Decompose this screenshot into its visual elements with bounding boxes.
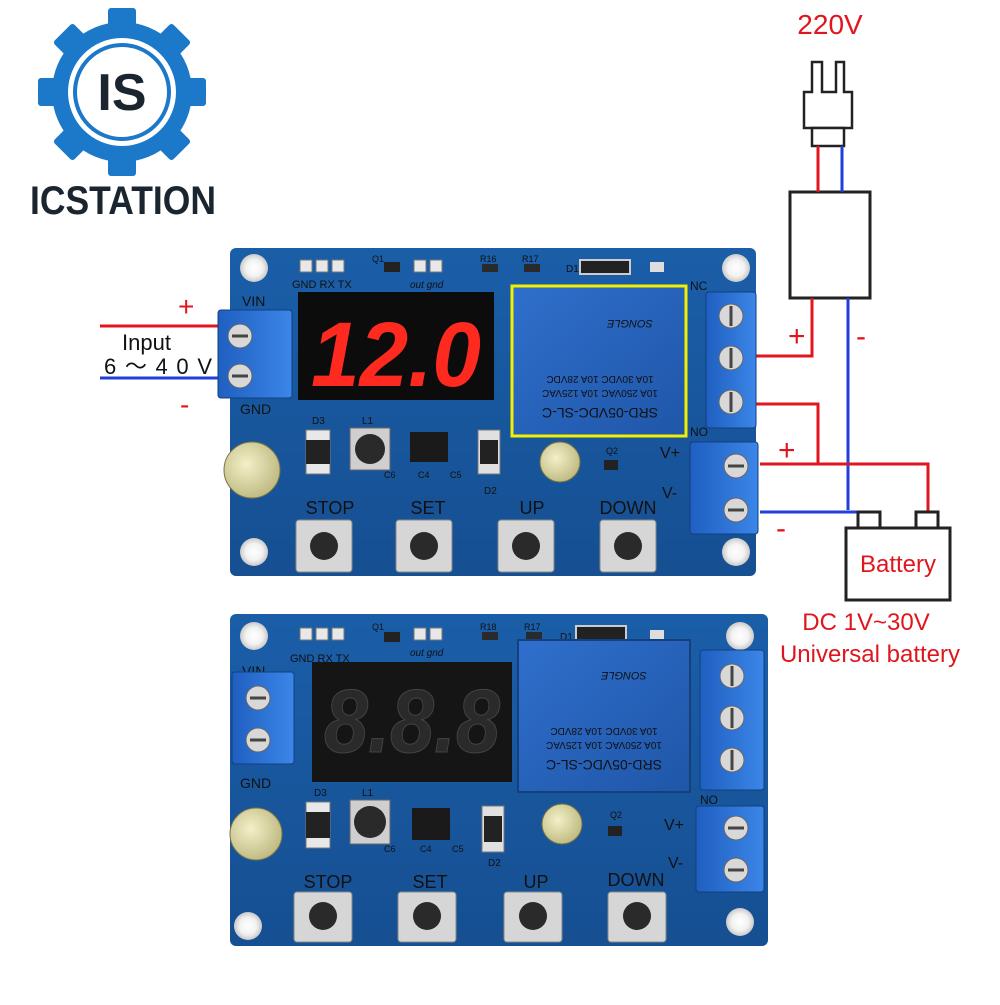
board_bottom-labels-q1-label: Q1 xyxy=(372,622,384,632)
relay-board-wired: GND RX TX Q1 out gnd R16 R17 D1 VIN GND … xyxy=(217,248,759,576)
board_top-labels-r17-label: R17 xyxy=(522,254,539,264)
board_top-relay_brand-label: SONGLE xyxy=(606,317,653,329)
input-label: Input xyxy=(122,330,171,355)
board_top-labels-r16-label: R16 xyxy=(480,254,497,264)
board_top-labels-q1-label: Q1 xyxy=(372,254,384,264)
board_bottom-buttons-2-label: UP xyxy=(523,872,548,892)
board_bottom-labels-r18-label: R18 xyxy=(480,622,497,632)
board_top-labels-l1-label: L1 xyxy=(362,416,374,427)
vminus-minus-label: - xyxy=(776,512,786,545)
battery-icon xyxy=(844,510,952,602)
board_bottom-labels-c4-label: C4 xyxy=(420,844,432,854)
board_top-buttons-1-label: SET xyxy=(410,498,445,518)
battery-label: Battery xyxy=(860,551,936,578)
board_bottom-labels-r17-label: R17 xyxy=(524,622,541,632)
board_top-labels-c5-label: C5 xyxy=(450,470,462,480)
board_top-labels-c6-label: C6 xyxy=(384,470,396,480)
battery-terminal-plain xyxy=(695,805,765,893)
board_top-labels-vminus-label: V- xyxy=(662,485,677,502)
board_bottom-display-label: 8.8.8 xyxy=(324,672,500,772)
adapter-plus-label: + xyxy=(788,320,806,353)
mains-voltage-label: 220V xyxy=(797,9,863,40)
board_top-buttons-3-label: DOWN xyxy=(600,498,657,518)
input-voltage-range: 6～40V xyxy=(104,354,212,379)
board_bottom-labels-c5-label: C5 xyxy=(452,844,464,854)
board_top-buttons-0-label: STOP xyxy=(306,498,355,518)
board_top-labels-vplus-label: V+ xyxy=(660,445,680,462)
board_top-labels-gnd-label: GND xyxy=(240,401,271,417)
input-minus-label: - xyxy=(180,389,189,420)
battery-terminal xyxy=(689,441,759,535)
board_bottom-labels-gnd-label: GND xyxy=(240,775,271,791)
board_top-labels-c4-label: C4 xyxy=(418,470,430,480)
led-display: 12.0 xyxy=(298,292,494,406)
board_top-labels-q2-label: Q2 xyxy=(606,446,618,456)
capacitor-small xyxy=(539,441,581,483)
board_top-labels-header-label: GND RX TX xyxy=(292,279,352,291)
board_bottom-labels-q2-label: Q2 xyxy=(610,810,622,820)
logo-monogram: IS xyxy=(97,64,146,122)
plug-icon xyxy=(802,60,854,148)
capacitor-small-plain xyxy=(541,803,583,845)
board_top-relay_lines-0-label: SRD-05VDC-SL-C xyxy=(542,405,658,421)
led-display-off: 8.8.8 xyxy=(312,662,512,782)
board_top-labels-no-label: NO xyxy=(690,425,708,439)
board_bottom-labels-d3-label: D3 xyxy=(314,788,327,799)
battery-range: DC 1V~30V xyxy=(802,609,929,636)
board_top-relay_lines-1-label: 10A 250VAC 10A 125VAC xyxy=(542,387,658,398)
brand-logo: IS ICSTATION xyxy=(28,8,220,223)
board_bottom-buttons-0-label: STOP xyxy=(304,872,353,892)
vplus-plus-label: + xyxy=(778,434,796,467)
board_top-labels-vin-label: VIN xyxy=(242,293,265,309)
board_bottom-labels-c6-label: C6 xyxy=(384,844,396,854)
board-top-buttons: STOP SET UP DOWN xyxy=(295,498,657,573)
adapter-minus-label: - xyxy=(856,320,866,353)
power-adapter xyxy=(788,190,872,300)
relay-board-plain: GND RX TX Q1 out gnd R18 R17 D1 VIN GND … xyxy=(229,614,768,946)
board_top-labels-d1-label: D1 xyxy=(566,264,579,275)
gear-icon xyxy=(38,8,206,176)
battery-description: Universal battery xyxy=(780,641,960,668)
board_top-display-label: 12.0 xyxy=(311,304,481,406)
board_top-buttons-2-label: UP xyxy=(519,498,544,518)
relay-plain: SRD-05VDC-SL-C 10A 250VAC 10A 125VAC 10A… xyxy=(517,639,691,793)
relay: SRD-05VDC-SL-C 10A 250VAC 10A 125VAC 10A… xyxy=(510,284,688,438)
board_bottom-relay_lines-1-label: 10A 250VAC 10A 125VAC xyxy=(546,739,662,750)
board_bottom-labels-out_gnd-label: out gnd xyxy=(410,648,444,659)
board_bottom-labels-l1-label: L1 xyxy=(362,788,374,799)
vin-terminal xyxy=(217,309,293,399)
board_top-labels-d3-label: D3 xyxy=(312,416,325,427)
board_bottom-relay_lines-2-label: 10A 30VDC 10A 28VDC xyxy=(550,725,657,736)
board_top-labels-out_gnd-label: out gnd xyxy=(410,280,444,291)
input-plus-label: + xyxy=(178,291,194,322)
board_bottom-labels-no-label: NO xyxy=(700,793,718,807)
board_bottom-labels-vplus-label: V+ xyxy=(664,817,684,834)
relay-output-terminal xyxy=(705,291,757,429)
capacitor-plain xyxy=(229,807,283,861)
board_bottom-labels-vminus-label: V- xyxy=(668,855,683,872)
relay-output-terminal-plain xyxy=(699,649,765,791)
wiring-diagram: 220V + - + - Battery DC 1V~30V U xyxy=(100,9,960,668)
board_bottom-relay_lines-0-label: SRD-05VDC-SL-C xyxy=(546,757,662,773)
vin-terminal-plain xyxy=(231,671,295,765)
board_bottom-labels-d2-label: D2 xyxy=(488,858,501,869)
board_bottom-relay_brand-label: SONGLE xyxy=(600,669,647,681)
capacitor xyxy=(223,441,281,499)
board_bottom-buttons-3-label: DOWN xyxy=(608,870,665,890)
board_top-relay_lines-2-label: 10A 30VDC 10A 28VDC xyxy=(546,373,653,384)
board-bottom-buttons: STOP SET UP DOWN xyxy=(293,870,667,943)
board_top-labels-nc-label: NC xyxy=(690,279,708,293)
board_bottom-labels-d1-label: D1 xyxy=(560,632,573,643)
board_bottom-buttons-1-label: SET xyxy=(412,872,447,892)
logo-wordmark: ICSTATION xyxy=(30,179,216,223)
board_top-labels-d2-label: D2 xyxy=(484,486,497,497)
